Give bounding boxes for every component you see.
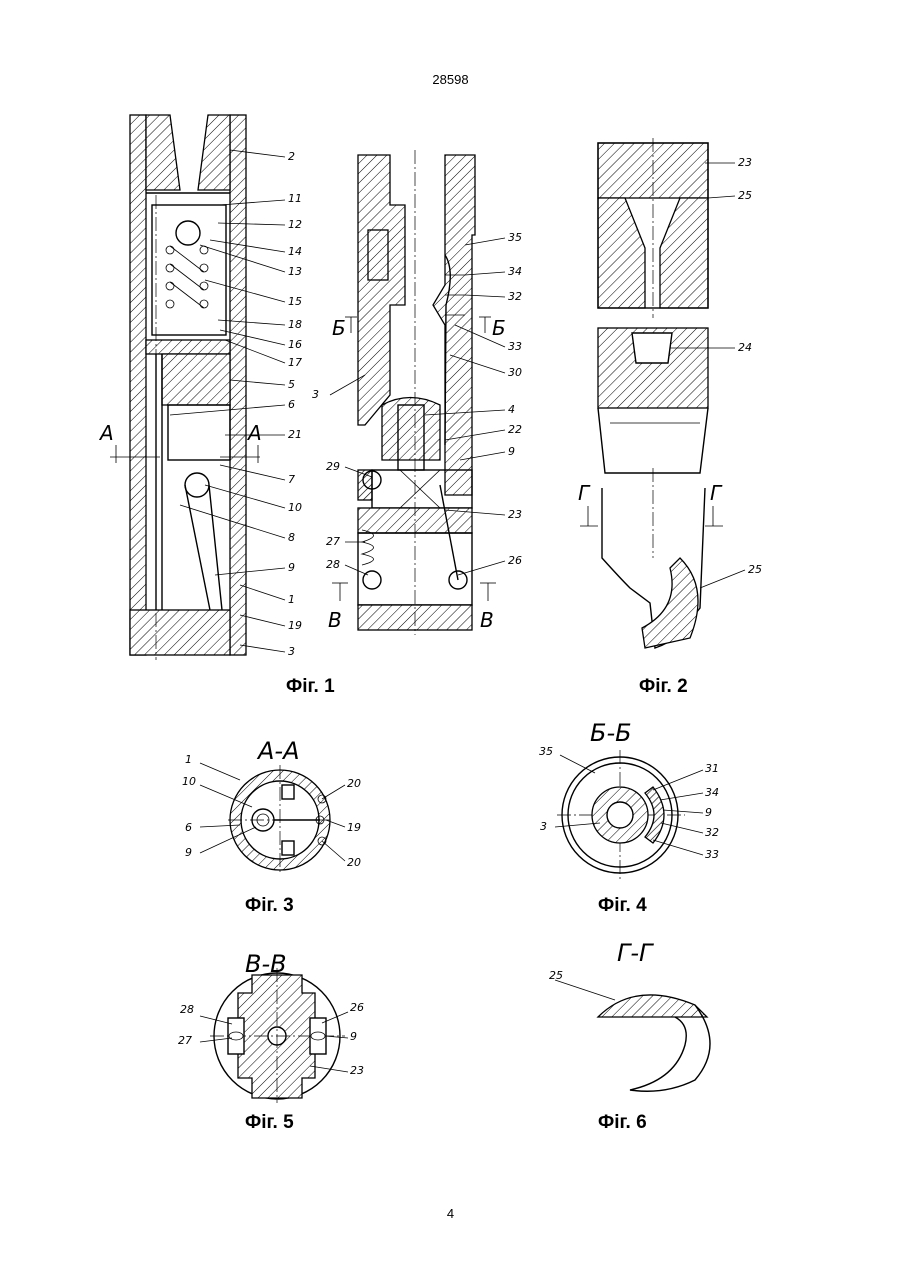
label-3: 3 [540,820,547,833]
label-9: 9 [705,806,712,819]
label-32: 32 [705,826,719,839]
section-mark-B-right: Б [492,316,506,340]
label-4: 4 [508,403,515,416]
label-11: 11 [288,192,302,205]
label-22: 22 [508,423,522,436]
label-18: 18 [288,318,302,331]
label-21: 21 [288,428,302,441]
label-27: 27 [178,1034,192,1047]
label-20-top: 20 [347,777,361,790]
document-number: 28598 [0,72,901,87]
section-mark-G-left: Г [578,481,591,505]
label-10: 10 [182,775,196,788]
label-9-right: 9 [508,445,515,458]
label-7: 7 [288,473,295,486]
label-6: 6 [288,398,295,411]
label-1: 1 [288,593,295,606]
figure-3-drawing: А-А 1 10 6 9 20 19 20 [180,735,370,885]
label-16: 16 [288,338,302,351]
figure-6-drawing: Г-Г 25 [535,935,725,1100]
label-9: 9 [288,561,295,574]
label-28: 28 [180,1003,194,1016]
label-14: 14 [288,245,302,258]
label-35: 35 [508,231,522,244]
label-6: 6 [185,821,192,834]
label-28: 28 [326,558,340,571]
label-12: 12 [288,218,302,231]
figure-1-caption: Фіг. 1 [286,676,335,698]
label-19: 19 [347,821,361,834]
section-mark-A-left: A [98,421,114,445]
label-8: 8 [288,531,295,544]
label-3-right: 3 [312,388,319,401]
label-35: 35 [539,745,553,758]
section-mark-B-left: Б [332,316,346,340]
figure-5-caption: Фіг. 5 [245,1112,294,1134]
label-29: 29 [326,460,340,473]
page-number: 4 [0,1206,901,1221]
figure-1-drawing: A A 2 11 12 14 13 15 18 16 17 5 6 21 7 1… [100,105,530,665]
label-32: 32 [508,290,522,303]
section-mark-A-right: A [246,421,262,445]
label-24: 24 [738,341,752,354]
figure-4-drawing: Б-Б 35 31 34 9 32 33 3 [535,715,735,885]
label-34: 34 [705,786,719,799]
figure-5-drawing: В-В 28 27 26 9 23 [170,948,380,1103]
label-30: 30 [508,366,522,379]
section-title-AA: А-А [256,737,300,765]
section-mark-V-right: В [480,608,494,632]
section-mark-V-left: В [328,608,342,632]
label-3: 3 [288,645,295,658]
label-5: 5 [288,378,295,391]
label-33: 33 [705,848,719,861]
label-20-bottom: 20 [347,856,361,869]
label-13: 13 [288,265,302,278]
label-10: 10 [288,501,302,514]
label-23: 23 [350,1064,364,1077]
label-25: 25 [738,189,752,202]
section-title-BB: Б-Б [590,719,632,747]
section-title-GG: Г-Г [617,939,654,967]
label-15: 15 [288,295,302,308]
label-1: 1 [185,753,192,766]
label-9: 9 [185,846,192,859]
label-31: 31 [705,762,719,775]
figure-4-caption: Фіг. 4 [598,895,647,917]
label-19: 19 [288,619,302,632]
section-mark-G-right: Г [710,481,723,505]
label-9: 9 [350,1030,357,1043]
label-2: 2 [288,150,295,163]
label-26: 26 [350,1001,364,1014]
label-26: 26 [508,554,522,567]
label-34: 34 [508,265,522,278]
label-23: 23 [508,508,522,521]
label-25: 25 [549,969,563,982]
label-17: 17 [288,356,302,369]
label-33: 33 [508,340,522,353]
figure-2-caption: Фіг. 2 [639,676,688,698]
figure-6-caption: Фіг. 6 [598,1112,647,1134]
figure-3-caption: Фіг. 3 [245,895,294,917]
figure-2-drawing: 23 25 24 25 Г Г [560,138,780,663]
label-23: 23 [738,156,752,169]
label-27: 27 [326,535,340,548]
label-25-hook: 25 [748,563,762,576]
